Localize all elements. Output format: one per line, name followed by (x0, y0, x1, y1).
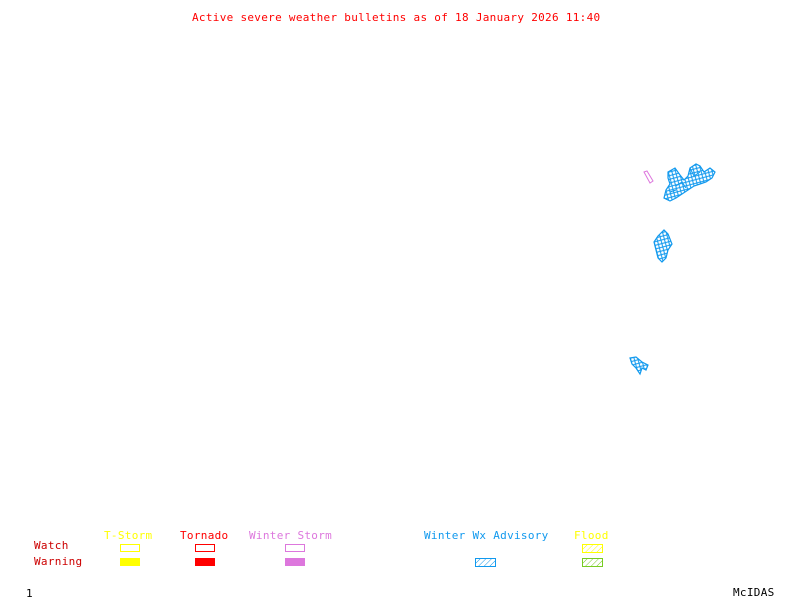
frame-number: 1 (26, 587, 33, 600)
legend-watch-label: Watch (34, 539, 69, 552)
legend-winter-storm-watch-swatch (285, 544, 305, 552)
legend-flood-label: Flood (574, 529, 609, 542)
winter-advisory-southeast (629, 356, 649, 376)
winter-advisory-mid-atlantic (653, 229, 673, 263)
legend-flood-watch-swatch (582, 544, 603, 553)
legend-tornado-label: Tornado (180, 529, 229, 542)
legend-tstorm-watch-swatch (120, 544, 140, 552)
winter-storm-area (643, 170, 654, 184)
legend-winter-advisory-swatch (475, 558, 496, 567)
legend-winter-advisory-label: Winter Wx Advisory (424, 529, 549, 542)
legend-tornado-warning-swatch (195, 558, 215, 566)
mcidas-brand: McIDAS (733, 586, 775, 599)
bulletin-title: Active severe weather bulletins as of 18… (192, 11, 601, 24)
legend-warning-label: Warning (34, 555, 83, 568)
legend-flood-warning-swatch (582, 558, 603, 567)
winter-advisory-northeast (663, 163, 716, 202)
legend-tornado-watch-swatch (195, 544, 215, 552)
legend-winter-storm-warning-swatch (285, 558, 305, 566)
legend-tstorm-label: T-Storm (104, 529, 153, 542)
legend-winter-storm-label: Winter Storm (249, 529, 333, 542)
legend-tstorm-warning-swatch (120, 558, 140, 566)
